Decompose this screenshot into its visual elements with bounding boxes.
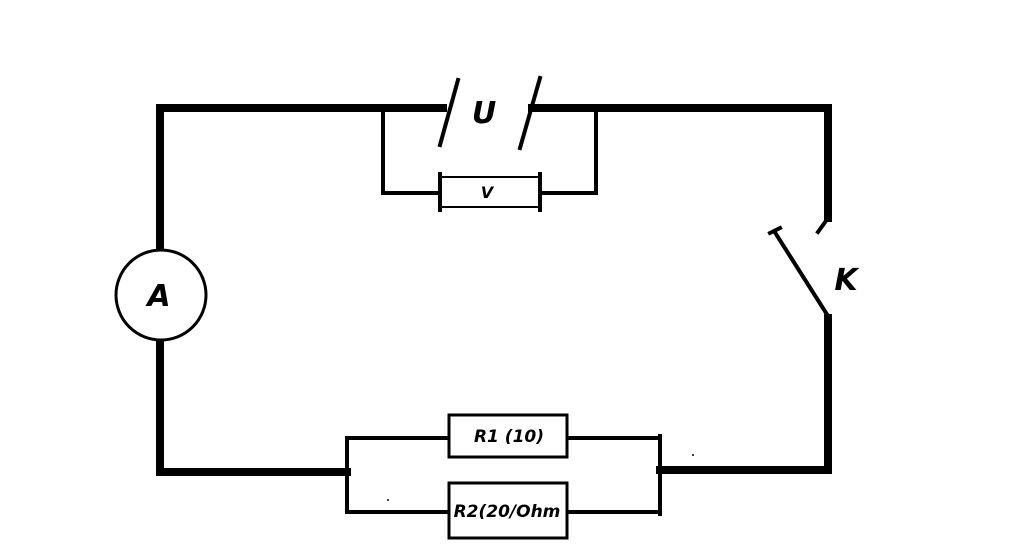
resistor-r1-label: R1 (10) bbox=[474, 427, 544, 447]
battery-plate-right bbox=[517, 75, 543, 151]
switch-blade bbox=[773, 231, 831, 319]
voltmeter-box bbox=[439, 176, 541, 208]
resistor-r2-label: R2(20/Ohm bbox=[454, 502, 561, 522]
resistor-r1 bbox=[447, 413, 569, 459]
ammeter-circle bbox=[114, 248, 208, 342]
battery-label: U bbox=[472, 96, 496, 131]
stray-dot bbox=[692, 454, 694, 456]
stray-dot bbox=[387, 499, 389, 501]
ammeter-label: A bbox=[145, 279, 170, 314]
voltmeter-label: V bbox=[481, 183, 495, 202]
switch-contact bbox=[815, 215, 831, 235]
switch-label: K bbox=[834, 263, 860, 298]
resistor-r2 bbox=[447, 481, 569, 540]
battery-plate-left bbox=[437, 77, 461, 148]
switch-blade-tip bbox=[767, 225, 783, 236]
